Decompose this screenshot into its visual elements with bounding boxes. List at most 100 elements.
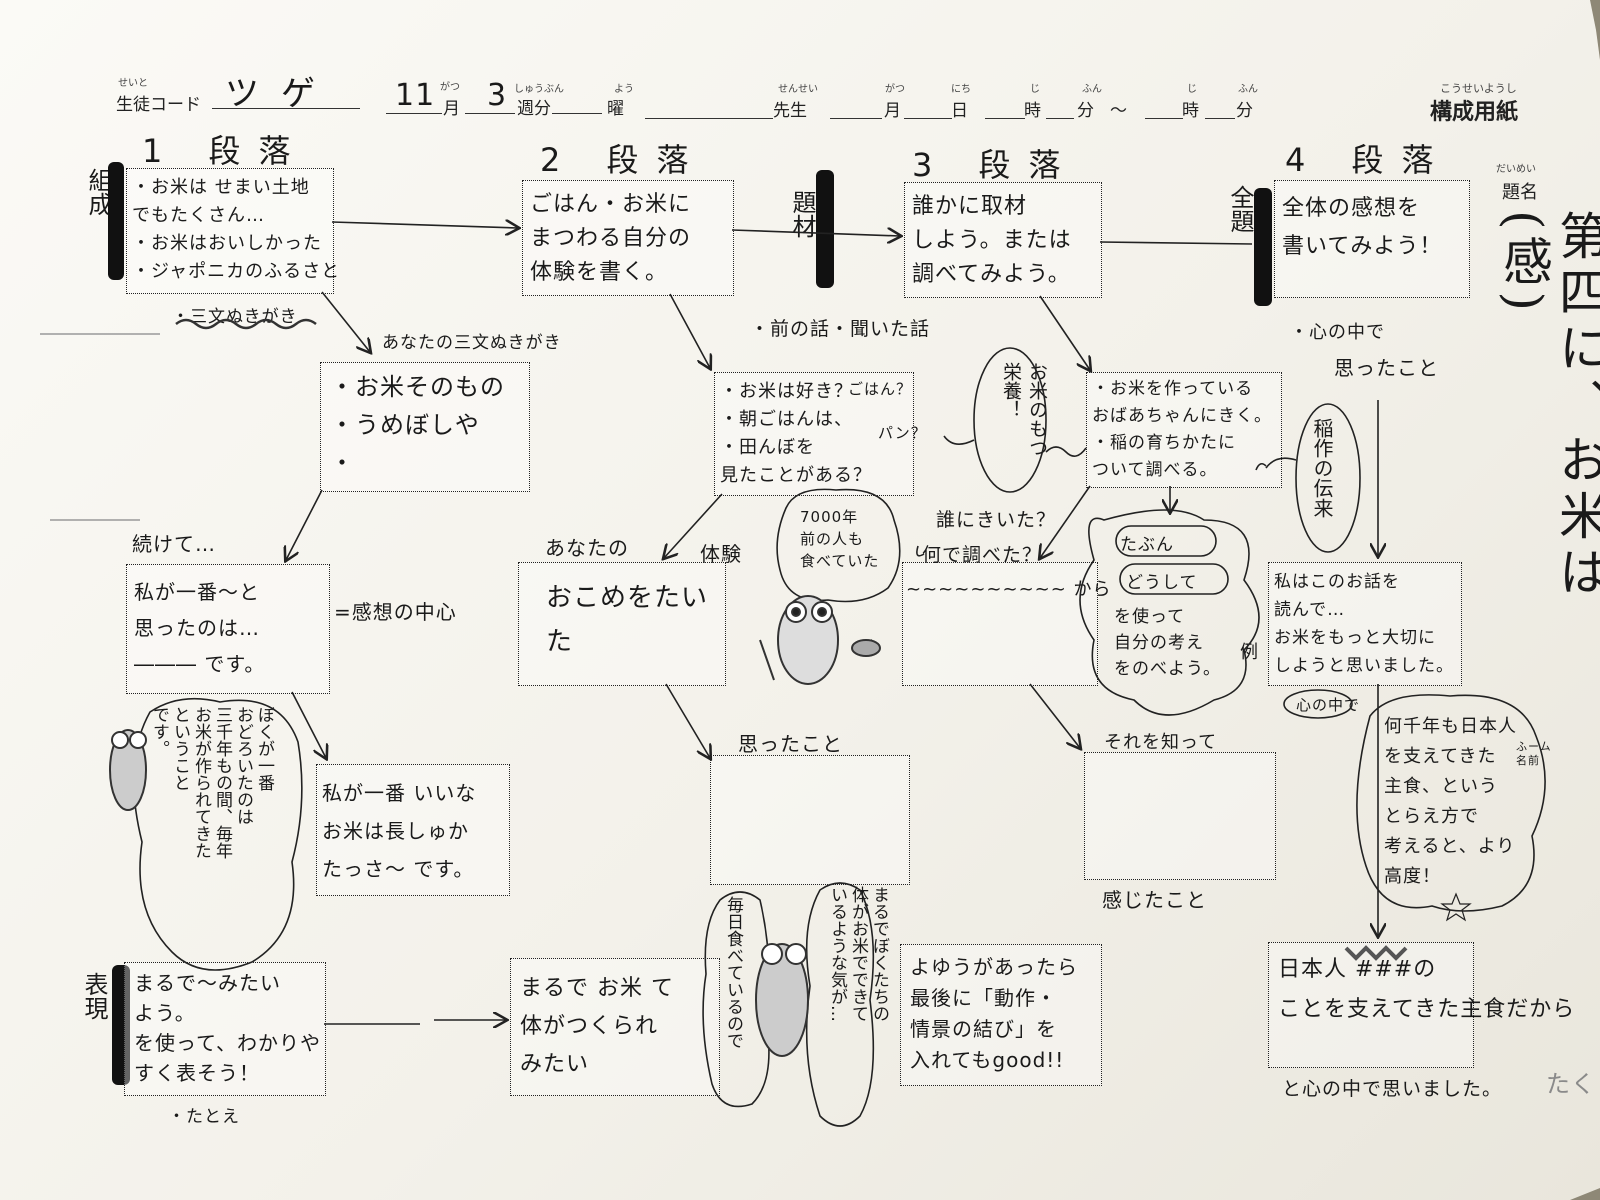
p4-read-text[interactable]: 私はこのお話を 読んで… お米をもっと大切に しようと思いました。 <box>1274 572 1454 676</box>
frog-drawing-1 <box>759 595 881 685</box>
p1-main-text[interactable]: ・お米は せまい土地 でもたくさん… ・お米はおいしかった ・ジャポニカのふるさ… <box>132 177 341 282</box>
p2-experience-text[interactable]: おこめをたい た <box>546 583 709 657</box>
note-kanjita: 感じたこと <box>1102 888 1207 912</box>
arrow-exp-thought <box>665 683 710 758</box>
p2-questions-text[interactable]: ・お米は好き？ ・朝ごはんは、 ・田んぼを 見たことがある？ <box>720 381 872 486</box>
week-value[interactable]: 3 <box>487 78 508 113</box>
p1-main-box <box>126 168 334 294</box>
date-month-label: 月 <box>884 101 901 121</box>
title-ruby: だいめい <box>1496 164 1536 175</box>
arrow-p1-p2 <box>331 222 518 228</box>
p4-final-text[interactable]: 日本人 ###の ことを支えてきた主食だから <box>1278 957 1576 1022</box>
youbi-ruby: よう <box>614 84 634 95</box>
p1-expr-box <box>124 962 326 1096</box>
p1-feel-text[interactable]: 私が一番～と 思ったのは… ――― です。 <box>134 580 266 676</box>
note-kokoro-1b: 思ったこと <box>1334 356 1439 380</box>
bubble-doushite: どうして <box>1126 573 1198 593</box>
note-sanbun-1: ・三文ぬきがき <box>172 307 298 327</box>
month-line <box>386 113 442 114</box>
p4-final-pencil-tail: たく <box>1546 1070 1596 1098</box>
p2-thought-box <box>710 755 910 885</box>
p2-like-text[interactable]: まるで お米 て 体がつくられ みたい <box>520 976 674 1077</box>
marker-bar-left-top <box>108 162 124 280</box>
p4-main-text[interactable]: 全体の感想を 書いてみよう！ <box>1282 196 1443 259</box>
bubble-maru: まるでぼくたちの 体がお米でできて いるような気が… <box>827 886 889 1022</box>
month-value[interactable]: 11 <box>395 78 436 113</box>
bubble-shape-okome <box>973 347 1047 493</box>
week-label: 週分 <box>517 99 551 119</box>
youbi-label: 曜 <box>607 99 624 119</box>
date-day-label: 日 <box>951 101 968 121</box>
student-code-line <box>212 108 360 109</box>
heading-paragraph-2: 2 段落 <box>540 141 707 179</box>
bubble-shape-boku <box>132 697 303 971</box>
p3-who-box <box>902 562 1098 686</box>
time2-min-label: 分 <box>1236 101 1253 121</box>
time1-min-ruby: ふん <box>1082 84 1102 95</box>
title-label: 題名 <box>1502 182 1538 203</box>
arrow-q-exp <box>664 493 723 558</box>
note-kanso-center: =感想の中心 <box>334 600 457 624</box>
bubble-inasaku: 稲作の伝来 <box>1310 418 1334 518</box>
arrow-p2-p3 <box>731 230 900 236</box>
p2-experience-box <box>518 562 726 686</box>
note-sore-shitte: それを知って <box>1104 732 1218 753</box>
arrow-p1-sub <box>321 291 370 352</box>
note-mae-hanashi: ・前の話・聞いた話 <box>750 318 931 340</box>
youbi-line <box>552 113 602 114</box>
time1-hour-ruby: じ <box>1030 84 1040 95</box>
p3-sub-box <box>1086 372 1282 488</box>
title-value[interactable]: 第四に、お米は(感) <box>1495 210 1600 602</box>
p2-like-box <box>510 958 720 1096</box>
p1-expr-text[interactable]: まるで～みたい よう。 を使って、わかりや すく表そう！ <box>134 971 321 1085</box>
note-tatoe: ・たとえ <box>168 1107 240 1127</box>
note-nanide: 何で調べた？ <box>922 544 1043 566</box>
note-kokoro-end: と心の中で思いました。 <box>1282 1078 1503 1100</box>
time1-hour-line <box>985 118 1025 119</box>
time2-hour-ruby: じ <box>1187 84 1197 95</box>
note-anata-no: あなたの <box>545 536 629 560</box>
note-rei: 例 <box>1240 642 1259 663</box>
week-line <box>465 113 515 114</box>
time2-hour-label: 時 <box>1182 101 1199 121</box>
note-kokoro-1: ・心の中で <box>1290 322 1385 343</box>
bubble-shape-inasaku <box>1295 403 1361 553</box>
date-day-ruby: にち <box>951 84 971 95</box>
teacher-label: 先生 <box>773 101 807 121</box>
arrow-feel-mine <box>291 691 326 758</box>
p1-mine-text[interactable]: 私が一番 いいな お米は長しゅか たっさ～ です。 <box>322 781 477 881</box>
heading-paragraph-4: 4 段落 <box>1285 141 1452 179</box>
p1-feel-box <box>126 564 330 694</box>
student-code-label: 生徒コード <box>116 95 201 115</box>
teacher-ruby: せんせい <box>778 84 818 95</box>
student-code-value[interactable]: ツゲ <box>225 74 337 114</box>
bubble-shape-nihon <box>1356 694 1546 912</box>
arrow-p2-q <box>669 293 710 368</box>
p3-sub-text[interactable]: ・お米を作っている おばあちゃんにきく。 ・稲の育ちかたに ついて調べる。 <box>1092 379 1272 480</box>
arrow-sub-who <box>1040 485 1091 558</box>
date-month-ruby: がつ <box>885 84 905 95</box>
form-title: 構成用紙 <box>1430 100 1519 125</box>
heading-paragraph-1: 1 段落 <box>142 132 309 170</box>
time2-min-line <box>1205 118 1235 119</box>
note-taiken: 体験 <box>700 542 742 566</box>
p1-sub-box <box>320 362 530 492</box>
note-name: ふーム 名前 <box>1516 740 1552 767</box>
p1-sub-text[interactable]: ・お米そのもの ・うめぼしや ・ <box>330 373 505 477</box>
arrow-expr-like <box>324 1020 506 1024</box>
student-code-ruby: せいと <box>118 78 148 89</box>
date-month-line <box>830 118 882 119</box>
tilde: ～ <box>1110 101 1127 121</box>
note-kokoro-2: 心の中で <box>1296 696 1361 714</box>
teacher-line <box>645 118 773 119</box>
bubble-shape-tabun <box>1079 509 1260 716</box>
date-day-line <box>904 118 952 119</box>
bubble-boku: ぼくが一番 おどろいたのは 三千年もの間、毎年 お米が作られてきた ということ … <box>149 706 274 859</box>
bubble-nihon: 何千年も日本人 を支えてきた 主食、という とらえ方で 考えると、より 高度！ <box>1384 716 1517 887</box>
p3-extra-text[interactable]: よゆうがあったら 最後に「動作・ 情景の結び」を 入れてもgood!! <box>910 955 1078 1072</box>
p3-main-text[interactable]: 誰かに取材 しよう。または 調べてみよう。 <box>912 194 1072 287</box>
side-label-left-top: 組成 <box>84 168 112 216</box>
bubble-shape-maru <box>805 882 875 1127</box>
note-dareni: 誰にきいた？ <box>936 509 1057 531</box>
p2-main-text[interactable]: ごはん・お米に まつわる自分の 体験を書く。 <box>530 192 692 285</box>
